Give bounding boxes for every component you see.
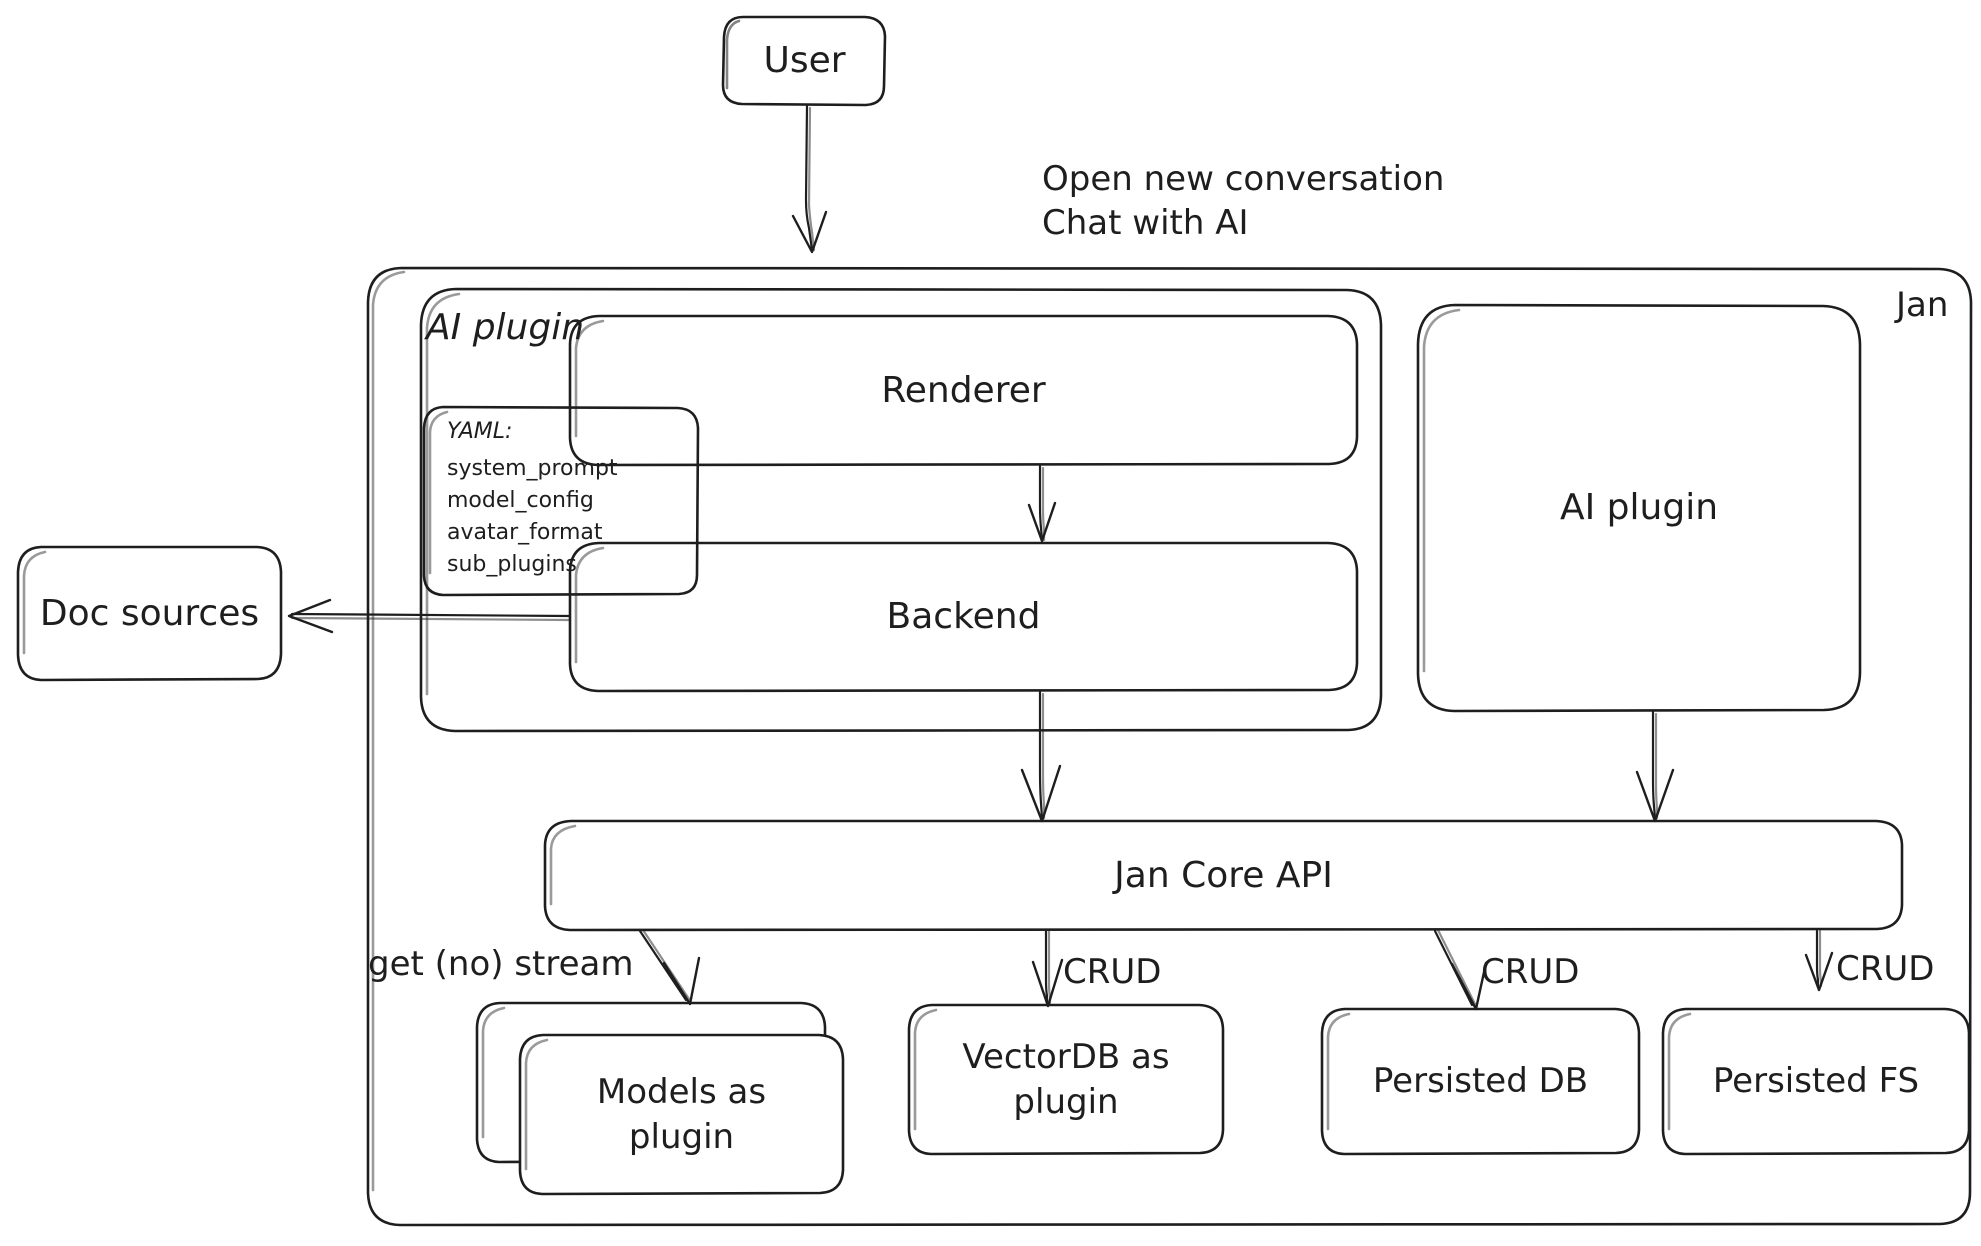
renderer-node-shape [568,314,1359,467]
edge-ai-plugin-to-core [1635,710,1675,823]
jan-container-shape [366,266,1973,1227]
edge-core-to-models [638,928,701,1006]
user-node-shape [721,15,887,107]
doc-sources-node-shape [16,545,283,682]
edge-core-to-persisted-fs [1804,929,1834,992]
edge-backend-to-core [1020,690,1062,823]
ai-plugin-group-shape [419,287,1383,733]
edge-core-to-vectordb [1031,929,1064,1008]
vectordb-as-plugin-node-shape [907,1003,1225,1156]
backend-node-shape [568,541,1359,693]
edge-renderer-to-backend [1027,464,1057,543]
edge-user-to-renderer [791,104,828,254]
persisted-fs-node-shape [1661,1007,1971,1156]
yaml-card-shape [422,405,700,597]
edge-backend-to-doc-sources [287,598,571,634]
ai-plugin-node-shape [1416,303,1862,713]
models-as-plugin-node-shape [475,1001,845,1196]
persisted-db-node-shape [1320,1007,1641,1156]
jan-core-api-node-shape [543,819,1904,932]
edge-core-to-persisted-db [1433,928,1488,1011]
